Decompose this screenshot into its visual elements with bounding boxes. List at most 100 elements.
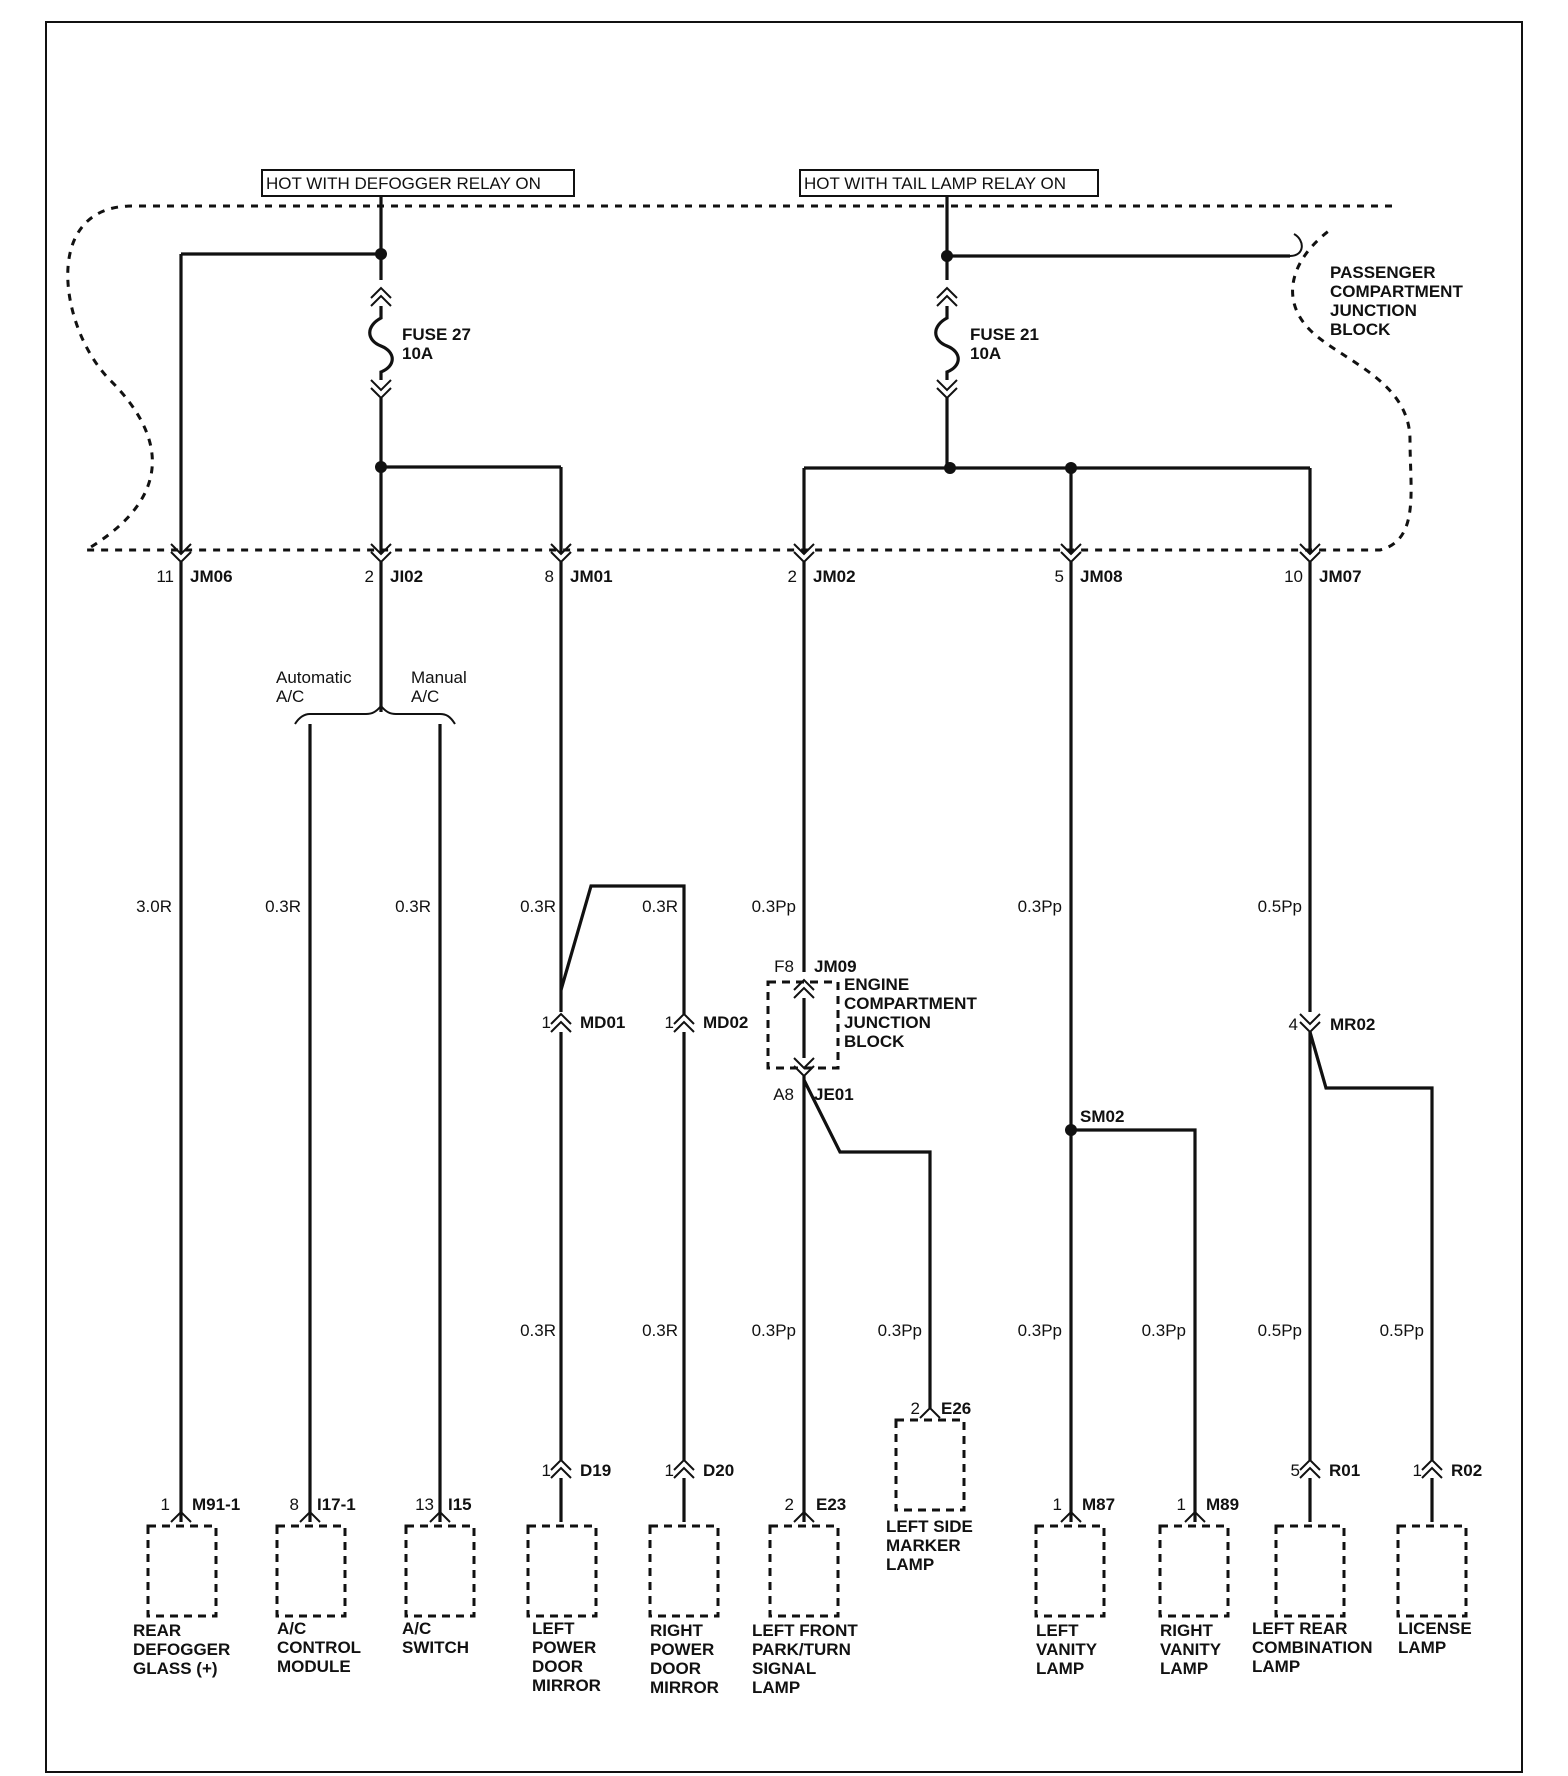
pin-jm08: 5 <box>1055 567 1064 586</box>
component-name: SWITCH <box>402 1638 469 1657</box>
connector-jm07: JM07 <box>1319 567 1362 586</box>
pin-ji02: 2 <box>365 567 374 586</box>
component-name: MIRROR <box>650 1678 719 1697</box>
connector-ji02: JI02 <box>390 567 423 586</box>
connector-jm02: JM02 <box>813 567 856 586</box>
pin-e23: 2 <box>785 1495 794 1514</box>
svg-text:ENGINE: ENGINE <box>844 975 909 994</box>
connector-r01: R01 <box>1329 1461 1360 1480</box>
connector-r02: R02 <box>1451 1461 1482 1480</box>
pin-m91-1: 1 <box>161 1495 170 1514</box>
component-box-left-vanity <box>1034 1524 1106 1618</box>
pin-jm07: 10 <box>1284 567 1303 586</box>
component-name: DEFOGGER <box>133 1640 230 1659</box>
component-name: LAMP <box>1160 1659 1208 1678</box>
pin-m89: 1 <box>1177 1495 1186 1514</box>
component-name: COMBINATION <box>1252 1638 1373 1657</box>
defogger-relay-label: HOT WITH DEFOGGER RELAY ON <box>266 174 541 193</box>
wire-label: 3.0R <box>136 897 172 916</box>
component-name: A/C <box>402 1619 431 1638</box>
connector-jm06: JM06 <box>190 567 233 586</box>
connector-m91-1: M91-1 <box>192 1495 240 1514</box>
connector-m89: M89 <box>1206 1495 1239 1514</box>
pin-r01: 5 <box>1291 1461 1300 1480</box>
component-box-rear-defogger <box>146 1524 218 1618</box>
fuse-27-circuit: FUSE 27 10A <box>179 196 563 554</box>
svg-text:BLOCK: BLOCK <box>1330 320 1391 339</box>
ac-split: Automatic A/C Manual A/C <box>276 668 467 1522</box>
component-name: LAMP <box>1252 1657 1300 1676</box>
component-name: RIGHT <box>1160 1621 1214 1640</box>
svg-text:COMPARTMENT: COMPARTMENT <box>1330 282 1463 301</box>
wire-label: 0.3R <box>520 897 556 916</box>
pin-d19: 1 <box>542 1461 551 1480</box>
ac-manual-label-1: Manual <box>411 668 467 687</box>
component-name: LAMP <box>1036 1659 1084 1678</box>
pin-jm02: 2 <box>788 567 797 586</box>
component-name: MODULE <box>277 1657 351 1676</box>
wire-label: 0.3Pp <box>878 1321 922 1340</box>
connector-i17-1: I17-1 <box>317 1495 356 1514</box>
engine-junction-block: F8 JM09 A8 JE01 ENGINE COMPARTMENT JUNCT… <box>766 957 977 1104</box>
component-name: GLASS (+) <box>133 1659 218 1678</box>
splice-sm02-label: SM02 <box>1080 1107 1124 1126</box>
connector-md02: MD02 <box>703 1013 748 1032</box>
vanity-splice: SM02 <box>1065 1107 1197 1522</box>
component-name: LAMP <box>1398 1638 1446 1657</box>
front-lamp-circuit: 2 E26 <box>802 1076 971 1522</box>
component-name: LAMP <box>752 1678 800 1697</box>
wire-labels-lower: 0.3R 0.3R 0.3Pp 0.3Pp 0.3Pp 0.3Pp 0.5Pp … <box>520 1321 1424 1340</box>
passenger-junction-block-label: PASSENGER COMPARTMENT JUNCTION BLOCK <box>1330 263 1463 339</box>
ac-auto-label-1: Automatic <box>276 668 352 687</box>
component-name: DOOR <box>650 1659 701 1678</box>
fuse-21-name: FUSE 21 <box>970 325 1039 344</box>
connector-m87: M87 <box>1082 1495 1115 1514</box>
ac-auto-label-2: A/C <box>276 687 304 706</box>
wire-label: 0.5Pp <box>1258 1321 1302 1340</box>
fuse-21-circuit: FUSE 21 10A <box>802 196 1312 554</box>
wire-label: 0.3R <box>395 897 431 916</box>
wire-label: 0.3R <box>642 897 678 916</box>
connector-e23: E23 <box>816 1495 846 1514</box>
component-name: DOOR <box>532 1657 583 1676</box>
fuse-27-name: FUSE 27 <box>402 325 471 344</box>
wire-label: 0.3Pp <box>1018 1321 1062 1340</box>
component-box-ac-switch <box>404 1524 476 1618</box>
wire-label: 0.3Pp <box>752 1321 796 1340</box>
component-name: POWER <box>532 1638 596 1657</box>
component-name: CONTROL <box>277 1638 361 1657</box>
component-connector-labels: 1 M91-1 8 I17-1 13 I15 2 E23 1 M87 1 M89 <box>161 1495 1239 1523</box>
fuse-21-rating: 10A <box>970 344 1001 363</box>
connector-e26: E26 <box>941 1399 971 1418</box>
connector-jm08: JM08 <box>1080 567 1123 586</box>
component-name: LEFT <box>1036 1621 1079 1640</box>
component-name: RIGHT <box>650 1621 704 1640</box>
pin-jm09: F8 <box>774 957 794 976</box>
wire-label: 0.3Pp <box>752 897 796 916</box>
connector-jm01: JM01 <box>570 567 613 586</box>
wire-label: 0.5Pp <box>1380 1321 1424 1340</box>
svg-text:BLOCK: BLOCK <box>844 1032 905 1051</box>
pin-md02: 1 <box>665 1013 674 1032</box>
pin-e26: 2 <box>911 1399 920 1418</box>
component-name: PARK/TURN <box>752 1640 851 1659</box>
connector-d20: D20 <box>703 1461 734 1480</box>
svg-text:JUNCTION: JUNCTION <box>1330 301 1417 320</box>
pin-jm06: 11 <box>156 567 174 586</box>
connector-je01: JE01 <box>814 1085 854 1104</box>
component-names: REAR DEFOGGER GLASS (+) A/C CONTROL MODU… <box>133 1517 1472 1697</box>
wire-label: 0.3R <box>520 1321 556 1340</box>
ac-manual-label-2: A/C <box>411 687 439 706</box>
component-box-left-mirror <box>526 1524 598 1618</box>
svg-text:JUNCTION: JUNCTION <box>844 1013 931 1032</box>
component-box-ac-control-module <box>275 1524 347 1618</box>
component-name: LEFT <box>532 1619 575 1638</box>
component-name: LEFT FRONT <box>752 1621 858 1640</box>
fuse-21-symbol <box>934 306 960 380</box>
component-name: MARKER <box>886 1536 961 1555</box>
fuse-27-rating: 10A <box>402 344 433 363</box>
component-name: VANITY <box>1036 1640 1098 1659</box>
wire-labels-upper: 3.0R 0.3R 0.3R 0.3R 0.3R 0.3Pp 0.3Pp 0.5… <box>136 897 1302 916</box>
pin-mr02: 4 <box>1289 1015 1298 1034</box>
